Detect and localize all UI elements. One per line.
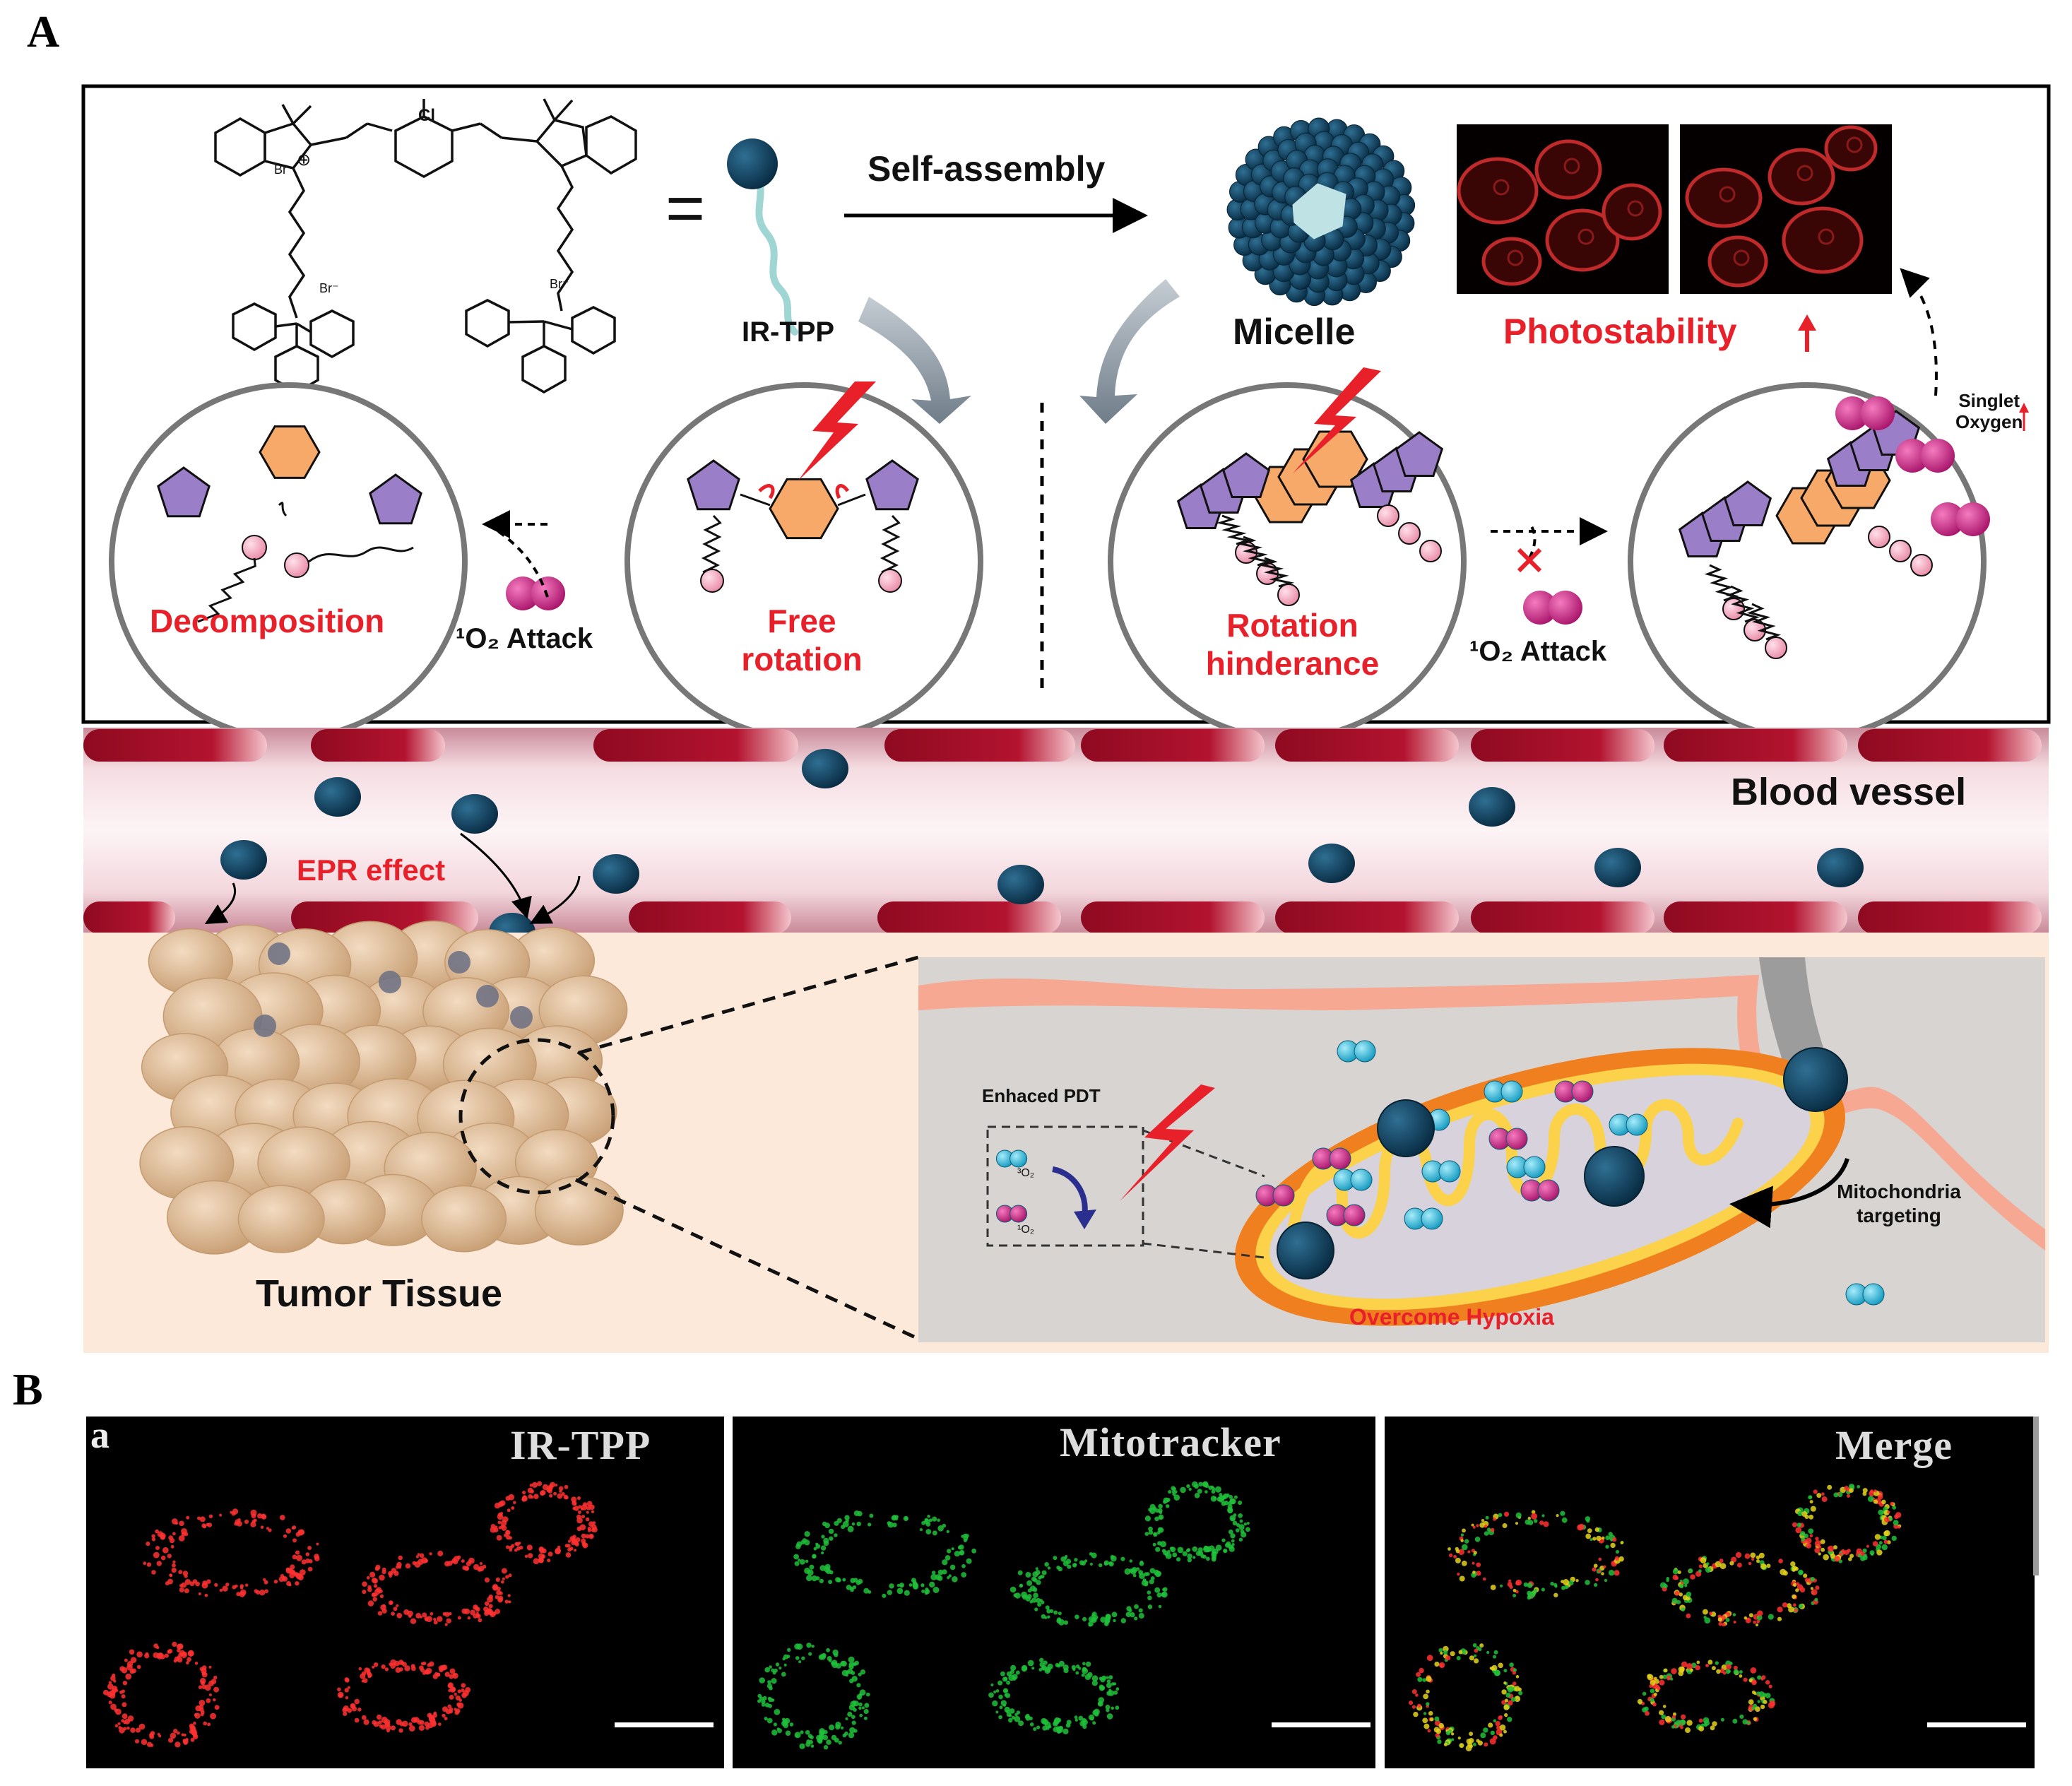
molecule-structure	[214, 98, 637, 394]
inset-particles	[995, 1040, 1885, 1306]
molecule-n-plus-label: ⊕	[297, 150, 312, 170]
free-rotation-label: Free rotation	[741, 603, 863, 678]
dashed-attack-path-right	[1528, 521, 1537, 559]
panel-title-mitotracker: Mitotracker	[1060, 1419, 1281, 1465]
magnifier-circle	[458, 1038, 615, 1195]
o2-attack-left-label: ¹O₂ Attack	[456, 623, 593, 654]
o2-singlet-label: ¹O₂	[1017, 1224, 1034, 1236]
micrograph-cells	[1457, 125, 1878, 288]
blood-vessel	[83, 728, 2049, 933]
micro-panel-merge	[1385, 1417, 2035, 1768]
o2-triplet-label: ³O₂	[1017, 1167, 1034, 1179]
epr-effect-label: EPR effect	[297, 853, 446, 887]
mito-targeting-label: Mitochondria targeting	[1837, 1181, 1961, 1226]
panel-title-ir-tpp: IR-TPP	[510, 1422, 651, 1468]
blood-vessel-label: Blood vessel	[1731, 771, 1967, 813]
panel-title-merge: Merge	[1835, 1422, 1953, 1468]
tumor-tissue-cells	[139, 920, 628, 1255]
rotation-hinderance-label: Rotation hinderance	[1205, 607, 1380, 682]
singlet-oxygen-label: Singlet Oxygen	[1955, 390, 2023, 432]
molecule-cl-label: Cl	[418, 106, 435, 125]
mito-targeting-arrow	[1729, 1158, 1849, 1229]
overcome-hypoxia-label: Overcome Hypoxia	[1349, 1304, 1554, 1330]
enhanced-pdt-box	[986, 1125, 1144, 1247]
enhanced-pdt-label: Enhaced PDT	[982, 1085, 1101, 1106]
mechanism-glyphs	[157, 367, 1990, 659]
molecule-br-label-3: Br⁻	[550, 277, 569, 291]
scale-bar-3	[1927, 1722, 2026, 1727]
panel-a-letter: A	[27, 6, 60, 57]
scale-bar-2	[1272, 1722, 1371, 1727]
self-assembly-label: Self-assembly	[868, 149, 1106, 189]
edge-strip	[2033, 1417, 2039, 1575]
micelle-label: Micelle	[1233, 312, 1356, 353]
zoom-line-top	[579, 955, 919, 1055]
molecule-br-label-1: Br⁻	[274, 162, 294, 177]
pdt-zoom-line-2	[1142, 1242, 1265, 1259]
panel-b-sub-letter: a	[90, 1414, 109, 1456]
ir-tpp-amphiphile	[727, 138, 798, 336]
panel-b-letter: B	[13, 1364, 43, 1414]
decomposition-label: Decomposition	[150, 603, 385, 639]
micro-cells	[102, 1481, 1902, 1751]
conversion-arrow	[1052, 1166, 1088, 1216]
micro-panel-ir-tpp	[86, 1417, 724, 1768]
singlet-oxygen-up-arrow-icon	[2019, 403, 2029, 431]
o2-attack-right-label: ¹O₂ Attack	[1469, 636, 1607, 667]
ir-tpp-label: IR-TPP	[742, 317, 835, 348]
scale-bar-1	[615, 1722, 714, 1727]
photostability-up-arrow-icon	[1798, 314, 1816, 352]
micelle	[1226, 117, 1416, 307]
dashed-arrow-to-micrographs	[1900, 268, 1938, 396]
grey-arrow-to-hinderance	[1079, 279, 1180, 424]
blocked-x-icon	[1517, 548, 1542, 573]
photostability-label: Photostability	[1503, 312, 1737, 351]
equals-sign: =	[665, 170, 706, 246]
molecule-br-label-2: Br⁻	[319, 281, 339, 295]
micro-panel-mitotracker	[733, 1417, 1375, 1768]
tumor-tissue-label: Tumor Tissue	[256, 1272, 503, 1315]
grey-arrow-to-free-rotation	[858, 297, 971, 424]
circle-free-rotation	[624, 382, 983, 741]
